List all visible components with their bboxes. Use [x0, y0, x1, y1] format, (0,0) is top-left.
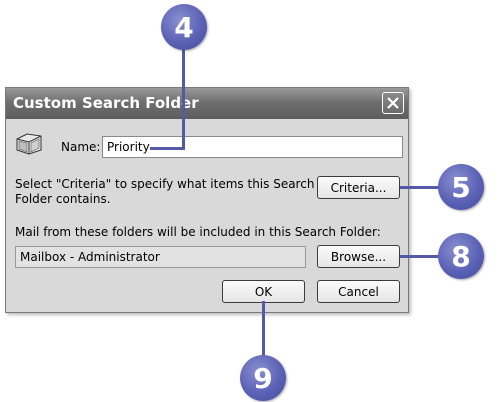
callout-4-line-vertical	[182, 49, 185, 150]
ok-button[interactable]: OK	[222, 280, 305, 303]
close-button[interactable]	[382, 92, 404, 114]
callout-5: 5	[438, 164, 484, 210]
close-icon	[387, 97, 399, 109]
callout-8: 8	[438, 233, 484, 279]
callout-4: 4	[161, 4, 207, 50]
search-folder-icon	[16, 133, 42, 155]
name-input[interactable]: Priority	[102, 136, 403, 158]
criteria-button[interactable]: Criteria...	[317, 176, 400, 199]
cancel-button[interactable]: Cancel	[317, 280, 400, 303]
criteria-description-line1: Select "Criteria" to specify what items …	[15, 177, 315, 191]
folders-field: Mailbox - Administrator	[15, 246, 306, 268]
dialog-title: Custom Search Folder	[13, 94, 199, 112]
callout-4-line-horizontal	[150, 147, 185, 150]
folders-description: Mail from these folders will be included…	[15, 225, 381, 239]
callout-9: 9	[240, 355, 286, 401]
name-label: Name:	[61, 140, 101, 154]
title-bar: Custom Search Folder	[6, 88, 408, 119]
custom-search-folder-dialog: Custom Search Folder Name: Priority Sele…	[5, 87, 409, 313]
callout-8-line	[400, 255, 440, 258]
callout-9-line	[262, 301, 265, 357]
callout-5-line	[400, 186, 440, 189]
criteria-description-line2: Folder contains.	[15, 192, 111, 206]
browse-button[interactable]: Browse...	[317, 245, 400, 268]
